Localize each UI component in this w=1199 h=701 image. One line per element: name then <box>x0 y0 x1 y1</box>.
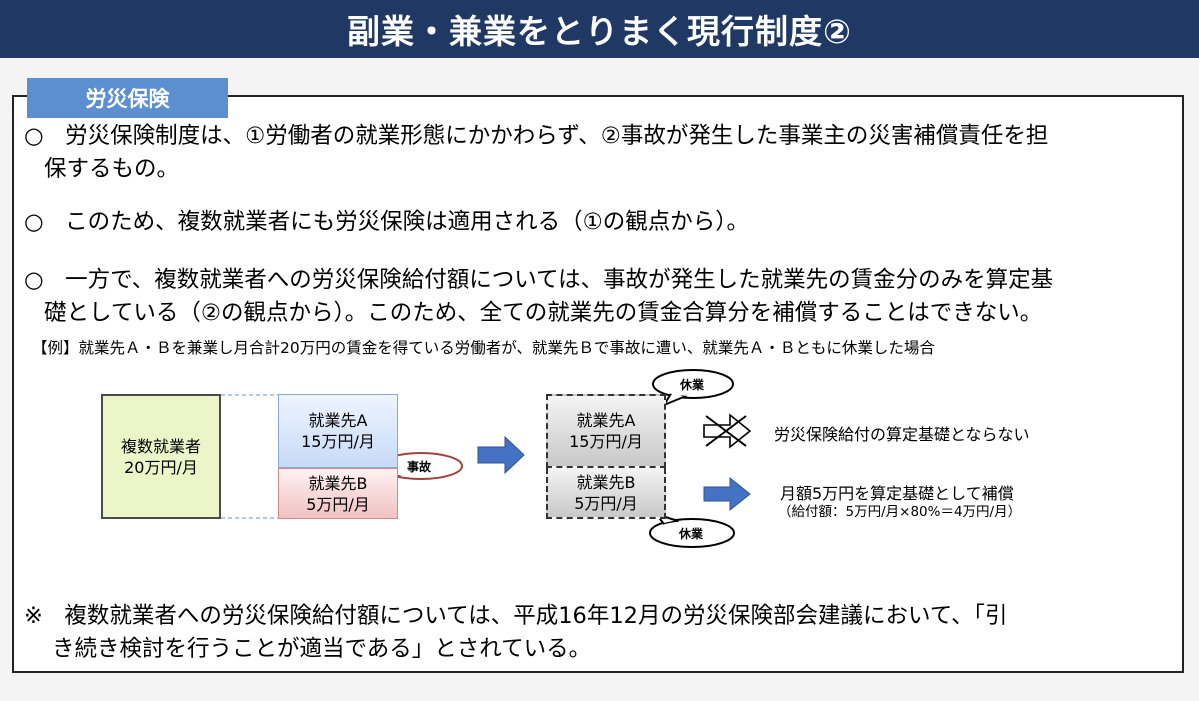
accident-bubble <box>377 452 463 484</box>
result-employer-b-box: 就業先B 5万円/月 <box>546 468 666 519</box>
employer-a-box: 就業先A 15万円/月 <box>278 394 398 468</box>
result-a-amount: 15万円/月 <box>569 432 643 451</box>
paragraph-2-line-1: このため、複数就業者にも労災保険は適用される（①の観点から）。 <box>65 209 750 235</box>
employer-b-amount: 5万円/月 <box>306 494 370 514</box>
footer-line-1: 複数就業者への労災保険給付額については、平成16年12月の労災保険部会建議におい… <box>64 603 1008 629</box>
footer-note: ※ 複数就業者への労災保険給付額については、平成16年12月の労災保険部会建議に… <box>24 600 1007 666</box>
total-box-label: 複数就業者 <box>120 436 201 456</box>
employer-a-label: 就業先A <box>308 411 368 430</box>
total-box-amount: 20万円/月 <box>124 457 198 477</box>
crossed-arrow-icon <box>703 413 752 449</box>
basis-note: （給付額：5万円/月×80%＝4万円/月） <box>778 504 1022 520</box>
paragraph-1-line-2: 保するもの。 <box>44 156 180 182</box>
accident-label: 事故 <box>407 460 432 474</box>
paragraph-1-line-1: 労災保険制度は、①労働者の就業形態にかかわらず、②事故が発生した事業主の災害補償… <box>65 123 1049 149</box>
employer-b-label: 就業先B <box>308 473 368 493</box>
arrow-right-icon <box>477 435 525 475</box>
result-a-label: 就業先A <box>576 411 636 430</box>
content-frame <box>12 95 1184 673</box>
bullet-circle: ○ <box>24 209 44 235</box>
section-tab: 労災保険 <box>27 78 228 118</box>
paragraph-3-line-1: 一方で、複数就業者への労災保険給付額については、事故が発生した就業先の賃金分のみ… <box>65 267 1054 293</box>
leave-label-top: 休業 <box>680 378 705 392</box>
page-title: 副業・兼業をとりまく現行制度② <box>347 12 852 51</box>
total-income-box: 複数就業者 20万円/月 <box>101 394 221 519</box>
bullet-circle: ○ <box>24 123 44 149</box>
result-b-label: 就業先B <box>576 472 636 492</box>
example-text: 【例】就業先Ａ・Ｂを兼業し月合計20万円の賃金を得ている労働者が、就業先Ｂで事故… <box>32 339 935 357</box>
leave-bubble-top <box>652 369 734 406</box>
result-employer-a-box: 就業先A 15万円/月 <box>546 394 666 468</box>
bullet-circle: ○ <box>24 267 44 293</box>
title-bar: 副業・兼業をとりまく現行制度② <box>0 0 1199 58</box>
paragraph-3: ○ 一方で、複数就業者への労災保険給付額については、事故が発生した就業先の賃金分… <box>24 264 1053 330</box>
paragraph-2: ○ このため、複数就業者にも労災保険は適用される（①の観点から）。 <box>24 206 749 239</box>
basis-text: 月額5万円を算定基礎として補償 <box>780 484 1014 503</box>
arrow-right-icon <box>703 476 751 512</box>
employer-b-box: 就業先B 5万円/月 <box>278 468 398 519</box>
footer-line-2: き続き検討を行うことが適当である」とされている。 <box>52 636 592 662</box>
leave-label-bottom: 休業 <box>679 527 704 541</box>
not-basis-text: 労災保険給付の算定基礎とならない <box>774 425 1030 444</box>
employer-a-amount: 15万円/月 <box>301 432 375 451</box>
result-b-amount: 5万円/月 <box>574 493 638 513</box>
paragraph-1: ○ 労災保険制度は、①労働者の就業形態にかかわらず、②事故が発生した事業主の災害… <box>24 120 1048 186</box>
note-mark: ※ <box>24 603 43 629</box>
paragraph-3-line-2: 礎としている（②の観点から）。このため、全ての就業先の賃金合算分を補償することは… <box>44 300 1043 326</box>
